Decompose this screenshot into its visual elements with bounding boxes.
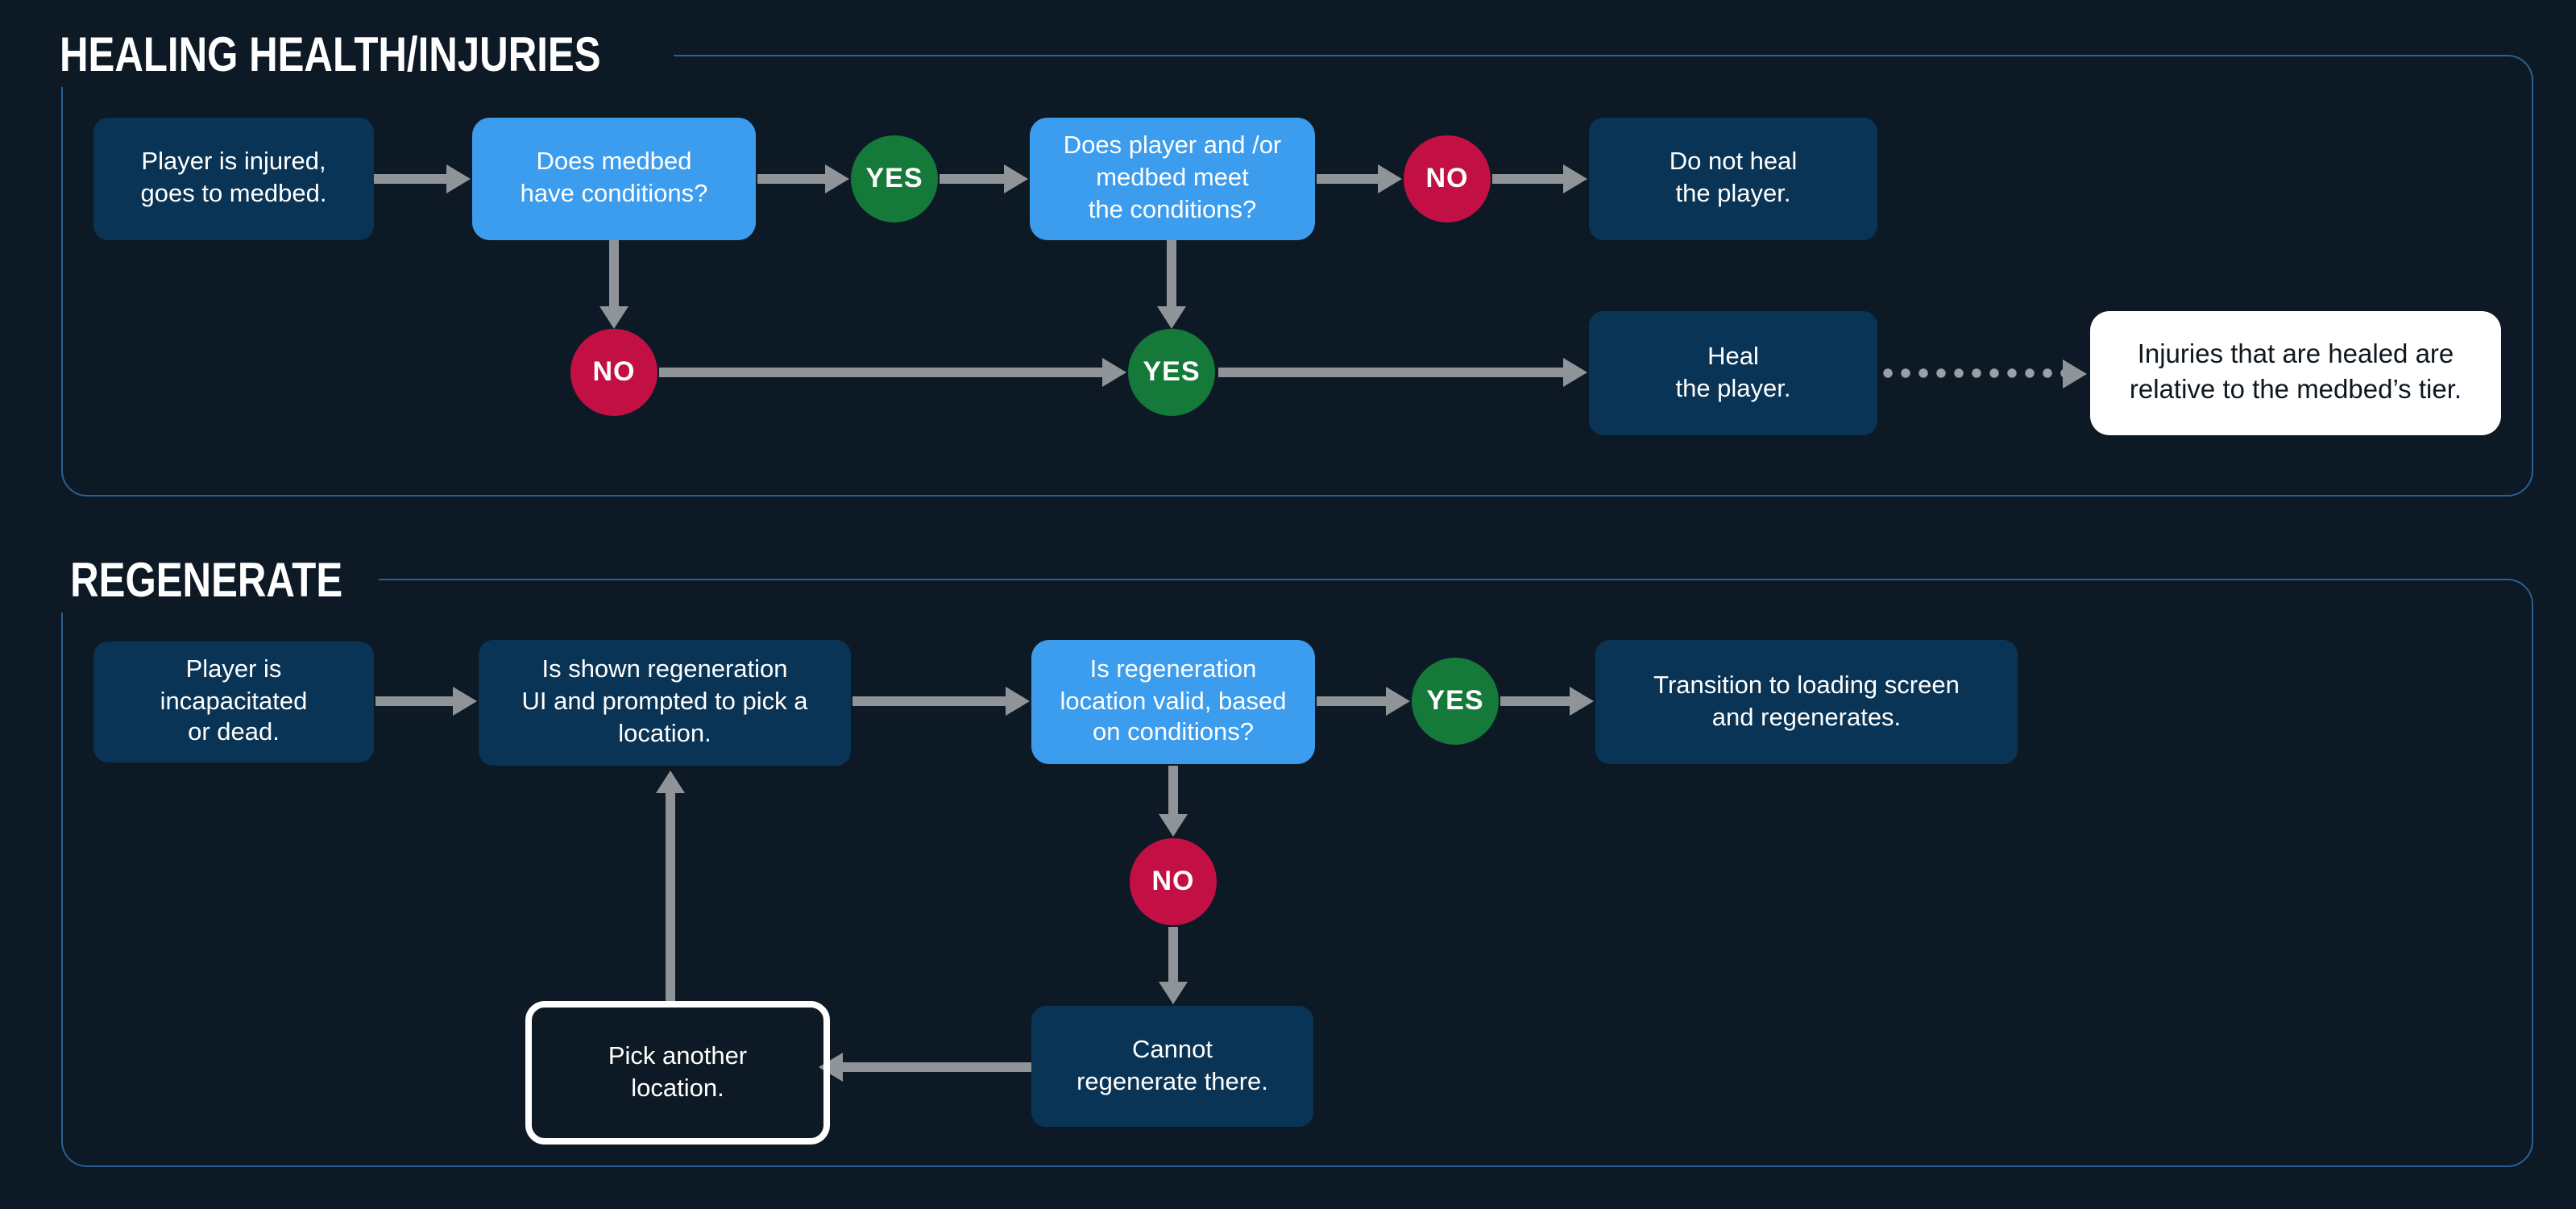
decision-meet-conditions: Does player and /or medbed meet the cond… bbox=[1030, 118, 1315, 240]
decision-medbed-conditions: Does medbed have conditions? bbox=[472, 118, 756, 240]
node-heal-player: Heal the player. bbox=[1589, 311, 1877, 435]
section-healing-border bbox=[61, 55, 2533, 496]
section-regenerate-border bbox=[61, 579, 2533, 1167]
arrow-yes-to-heal bbox=[1218, 358, 1587, 387]
arrow-cannot-regenerate-to-pick-another bbox=[819, 1053, 1031, 1082]
arrow-location-valid-down-to-no bbox=[1159, 766, 1188, 837]
note-injuries-tier: Injuries that are healed are relative to… bbox=[2090, 311, 2501, 435]
badge-regen-no: NO bbox=[1130, 838, 1217, 925]
badge-regen-yes: YES bbox=[1412, 658, 1499, 745]
node-pick-another-location: Pick another location. bbox=[525, 1001, 830, 1145]
node-player-incapacitated: Player is incapacitated or dead. bbox=[93, 642, 374, 762]
arrow-shown-ui-to-location-valid bbox=[852, 687, 1030, 716]
section-healing-legend: HEALING HEALTH/INJURIES bbox=[60, 26, 674, 87]
arrow-medbed-conditions-down-to-no bbox=[599, 240, 628, 329]
arrow-location-valid-to-yes bbox=[1317, 687, 1410, 716]
arrow-injured-to-medbed-conditions bbox=[374, 164, 471, 193]
node-transition-loading: Transition to loading screen and regener… bbox=[1595, 640, 2018, 764]
decision-location-valid: Is regeneration location valid, based on… bbox=[1031, 640, 1315, 764]
arrow-medbed-conditions-to-yes bbox=[757, 164, 849, 193]
section-healing-title: HEALING HEALTH/INJURIES bbox=[60, 29, 601, 82]
section-regenerate-title: REGENERATE bbox=[70, 555, 343, 608]
arrow-pick-another-up-to-shown-ui bbox=[656, 771, 685, 1001]
node-cannot-regenerate: Cannot regenerate there. bbox=[1031, 1006, 1313, 1127]
arrow-no-to-do-not-heal bbox=[1492, 164, 1587, 193]
arrow-no-to-yes-row2 bbox=[659, 358, 1126, 387]
arrow-yes-to-transition bbox=[1500, 687, 1594, 716]
badge-yes-2: YES bbox=[1128, 329, 1215, 416]
arrow-yes-to-meet-conditions bbox=[940, 164, 1028, 193]
badge-no-1: NO bbox=[1404, 135, 1491, 222]
node-shown-regeneration-ui: Is shown regeneration UI and prompted to… bbox=[479, 640, 851, 766]
arrow-no-down-to-cannot-regenerate bbox=[1159, 927, 1188, 1004]
node-player-injured: Player is injured, goes to medbed. bbox=[93, 118, 374, 240]
badge-no-2: NO bbox=[570, 329, 657, 416]
section-regenerate-legend: REGENERATE bbox=[60, 551, 379, 613]
arrow-meet-conditions-to-no bbox=[1317, 164, 1402, 193]
node-do-not-heal: Do not heal the player. bbox=[1589, 118, 1877, 240]
arrow-incapacitated-to-shown-ui bbox=[375, 687, 477, 716]
badge-yes-1: YES bbox=[851, 135, 938, 222]
arrow-meet-conditions-down-to-yes bbox=[1157, 240, 1186, 329]
dotted-arrow-heal-to-note bbox=[1882, 359, 2087, 388]
